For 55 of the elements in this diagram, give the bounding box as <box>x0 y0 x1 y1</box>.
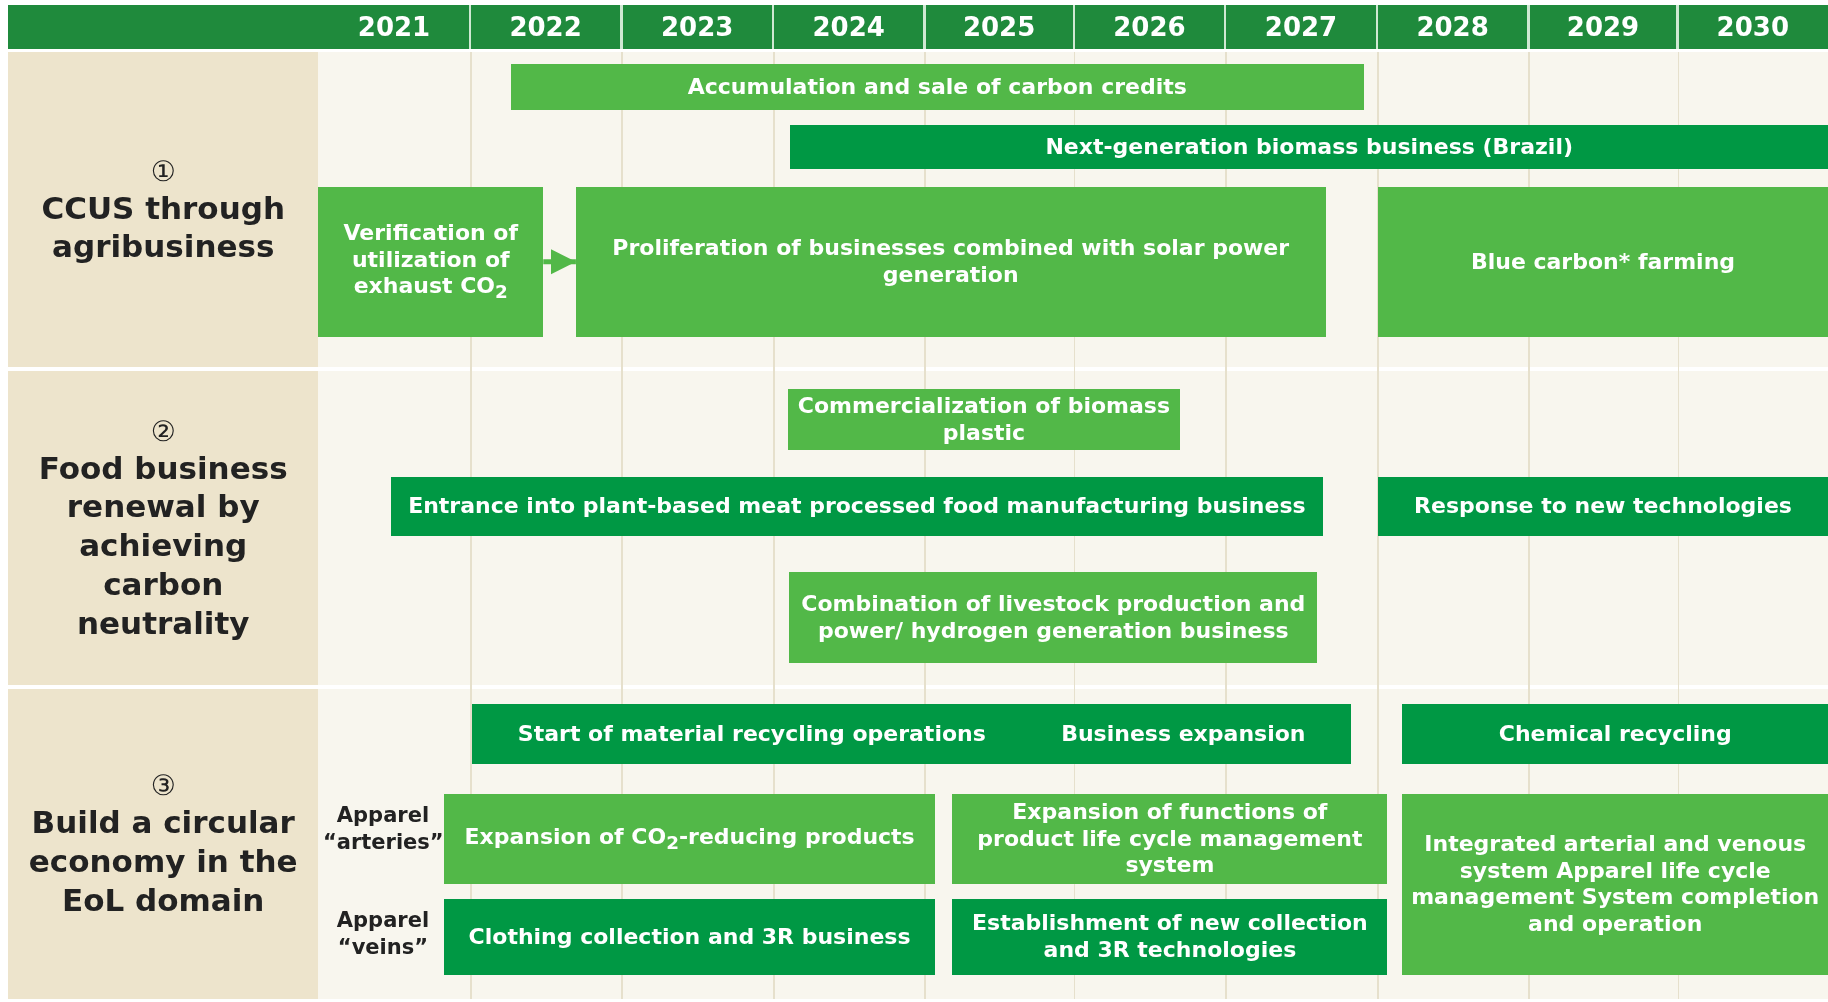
task-bar <box>1402 704 1828 764</box>
task-bar <box>790 124 1828 170</box>
year-label: 2022 <box>508 10 583 44</box>
bar-label: Next-generation biomass business (Brazil) <box>1045 133 1573 161</box>
bar-label: Establishment of new collection and 3R technologies <box>971 910 1369 964</box>
task-bar <box>1402 793 1828 975</box>
bar-label: Expansion of functions of product life cycle management system <box>976 799 1364 879</box>
task-bar <box>444 898 935 975</box>
bar-label: Clothing collection and 3R business <box>468 923 911 950</box>
year-label: 2027 <box>1263 10 1339 44</box>
task-bar <box>952 793 1388 884</box>
section-number: ② <box>149 413 177 449</box>
section-number: ① <box>149 153 177 189</box>
year-label: 2025 <box>961 10 1037 44</box>
bar-label: Commercialization of biomass plastic <box>796 393 1172 447</box>
bar-label: Expansion of CO$_{2}$-reducing products <box>464 823 915 854</box>
bar-label: Verification of utilization of exhaust CO$_{2}$ <box>342 220 520 304</box>
task-bar <box>575 186 1326 337</box>
bar-label: Accumulation and sale of carbon credits <box>687 73 1187 101</box>
section-title: Build a circular economy in the EoL domain <box>27 803 299 920</box>
section-title: CCUS through agribusiness <box>40 188 286 267</box>
bar-label: Proliferation of businesses combined with solar power generation <box>611 235 1291 289</box>
task-bar <box>952 898 1388 975</box>
task-bar <box>788 389 1180 450</box>
year-label: 2024 <box>811 10 886 44</box>
section-number: ③ <box>149 768 177 804</box>
year-label: 2021 <box>356 10 432 44</box>
task-bar <box>472 704 1352 764</box>
bar-label: Blue carbon* farming <box>1470 248 1736 275</box>
section-title: Food business renewal by achieving carbon neutrality <box>37 448 289 643</box>
year-label: 2029 <box>1565 10 1641 44</box>
bar-label: Chemical recycling <box>1498 720 1732 748</box>
task-bar <box>444 793 935 884</box>
year-label: 2028 <box>1415 10 1490 44</box>
bar-label: Start of material recycling operations <box>517 720 986 748</box>
bar-label: Business expansion <box>1061 720 1306 748</box>
row-label: Apparel “arteries” <box>322 802 443 857</box>
section-header-cell <box>8 370 319 686</box>
section-header-cell <box>8 689 319 1000</box>
task-bar <box>1378 186 1828 337</box>
section-header-cell <box>8 52 319 368</box>
arrow <box>543 249 576 275</box>
row-label: Apparel “veins” <box>335 907 431 962</box>
bar-label: Combination of livestock production and power/ hydrogen generation business <box>800 591 1307 645</box>
task-bar <box>1378 476 1828 537</box>
bar-label: Integrated arterial and venous system Apparel life cycle management System completion and operation <box>1410 831 1820 938</box>
task-bar <box>789 572 1318 664</box>
year-label: 2023 <box>659 10 735 44</box>
task-bar <box>510 64 1364 110</box>
year-label: 2030 <box>1715 10 1790 44</box>
bar-label: Response to new technologies <box>1414 493 1792 520</box>
bar-label: Entrance into plant-based meat processed food manufacturing business <box>408 493 1306 520</box>
year-label: 2026 <box>1112 10 1187 44</box>
task-bar <box>390 476 1324 537</box>
task-bar <box>318 186 544 337</box>
